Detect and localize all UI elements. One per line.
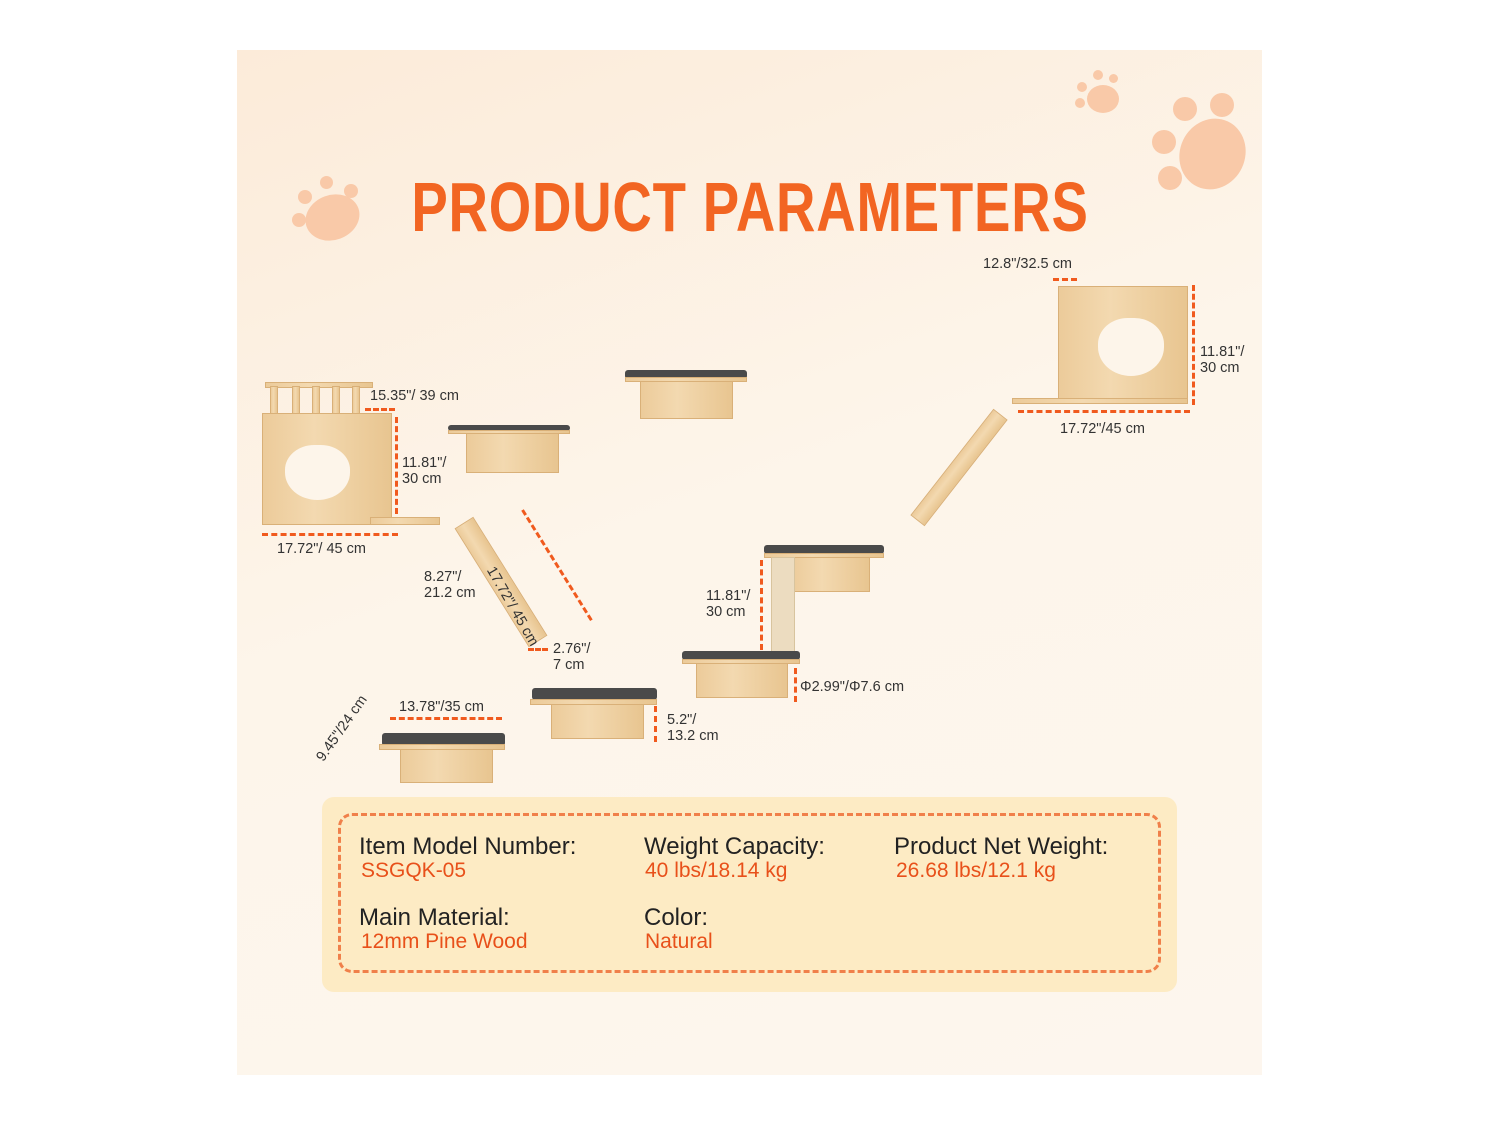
dimension-label: 15.35"/ 39 cm [370,388,459,404]
spec-value: Natural [645,930,713,953]
dimension-label: 2.76"/ 7 cm [553,641,591,673]
page-title: PRODUCT PARAMETERS [411,168,1089,246]
spec-value: 26.68 lbs/12.1 kg [896,859,1056,882]
spec-label: Main Material: [359,904,510,931]
dimension-label: Φ2.99"/Φ7.6 cm [800,679,905,695]
spec-value: 12mm Pine Wood [361,930,528,953]
dimension-label: 17.72"/ 45 cm [277,541,366,557]
dimension-label: 17.72"/45 cm [1060,421,1145,437]
dimension-label: 8.27"/ 21.2 cm [424,569,476,601]
spec-panel [322,797,1177,992]
spec-value: SSGQK-05 [361,859,467,882]
spec-label: Product Net Weight: [894,833,1109,860]
dimension-label: 11.81"/ 30 cm [402,455,447,487]
spec-label: Item Model Number: [359,833,577,860]
spec-value: 40 lbs/18.14 kg [645,859,788,882]
dimension-label: 5.2"/ 13.2 cm [667,712,719,744]
dimension-label: 11.81"/ 30 cm [706,588,751,620]
dimension-label: 13.78"/35 cm [399,699,484,715]
dimension-label: 12.8"/32.5 cm [983,256,1072,272]
dimension-label: 11.81"/ 30 cm [1200,344,1245,376]
spec-label: Weight Capacity: [644,833,825,860]
spec-label: Color: [644,904,709,931]
